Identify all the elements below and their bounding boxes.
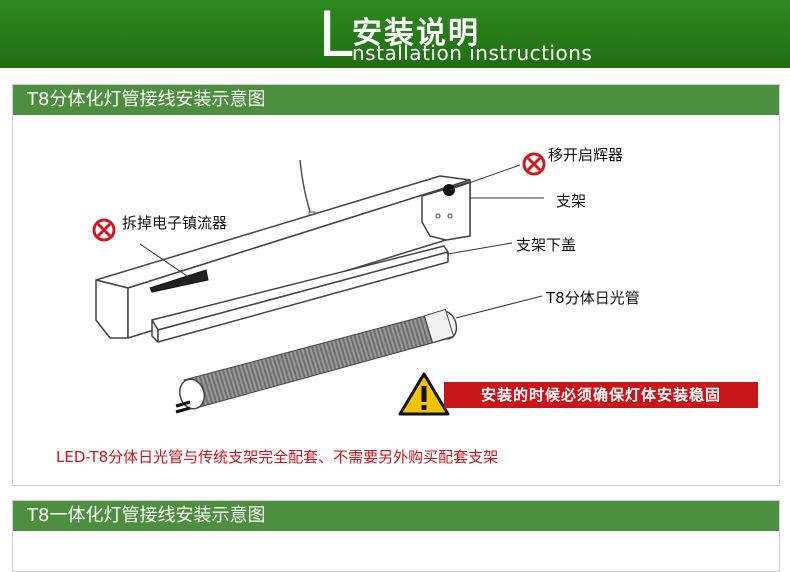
header-title-cn: 安装说明 xyxy=(352,16,480,51)
tube-pin xyxy=(175,406,191,414)
header-banner: L 安装说明 nstallation instructions xyxy=(0,0,790,68)
leader-tube xyxy=(455,295,543,319)
bracket-cover xyxy=(151,245,449,343)
compatibility-note: LED-T8分体日光管与传统支架完全配套、不需要另外购买配套支架 xyxy=(56,448,499,466)
tube-pin xyxy=(175,400,191,408)
header-letter: L xyxy=(318,0,353,71)
no-icon-ballast xyxy=(92,218,116,242)
no-icon-starter xyxy=(522,152,546,176)
section-1-title: T8分体化灯管接线安装示意图 xyxy=(13,85,779,115)
end-cap-pin-hole xyxy=(435,213,441,219)
label-remove-starter: 移开启辉器 xyxy=(548,146,624,164)
warning-banner: 安装的时候必须确保灯体安装稳固 xyxy=(444,382,758,408)
warning-icon xyxy=(398,372,450,416)
section-2-title: T8一体化灯管接线安装示意图 xyxy=(13,501,779,531)
section-2-panel: T8一体化灯管接线安装示意图 xyxy=(12,500,780,572)
label-remove-ballast: 拆掉电子镇流器 xyxy=(122,214,228,232)
header-title-en: nstallation instructions xyxy=(352,41,593,65)
led-tube xyxy=(175,308,458,414)
bracket-housing xyxy=(95,175,471,339)
end-cap-pin-hole xyxy=(447,213,453,219)
leader-ballast xyxy=(139,243,191,279)
label-bracket-cover: 支架下盖 xyxy=(516,236,577,254)
label-bracket: 支架 xyxy=(556,192,587,210)
leader-starter xyxy=(448,164,521,191)
leader-cover xyxy=(447,242,513,255)
label-tube: T8分体日光管 xyxy=(546,289,640,307)
